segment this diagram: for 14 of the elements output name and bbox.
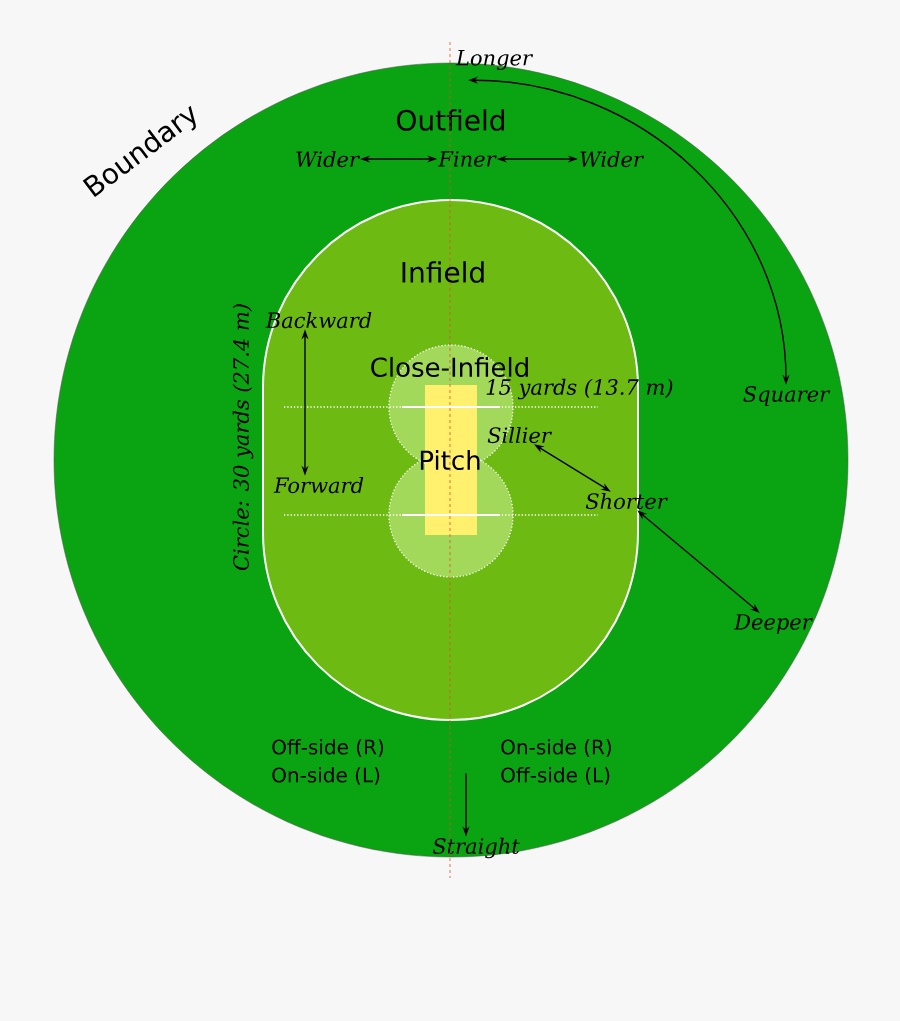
direction-label: Deeper — [733, 614, 813, 634]
side-label: Off-side (L) — [501, 767, 610, 785]
direction-label: Finer — [438, 151, 497, 167]
direction-label: Sillier — [487, 426, 552, 444]
direction-label: Straight — [432, 837, 520, 859]
direction-label: Forward — [273, 476, 364, 494]
measurement-label: Circle: 30 yards (27.4 m) — [232, 304, 254, 571]
direction-label: Wider — [580, 150, 644, 168]
pitch-strip: Pitch — [420, 385, 480, 535]
direction-label: Wider — [296, 150, 360, 168]
side-label: On-side (R) — [501, 739, 611, 757]
side-label: Off-side (R) — [272, 739, 384, 757]
side-label: On-side (L) — [272, 767, 380, 785]
direction-label: Squarer — [743, 386, 831, 406]
